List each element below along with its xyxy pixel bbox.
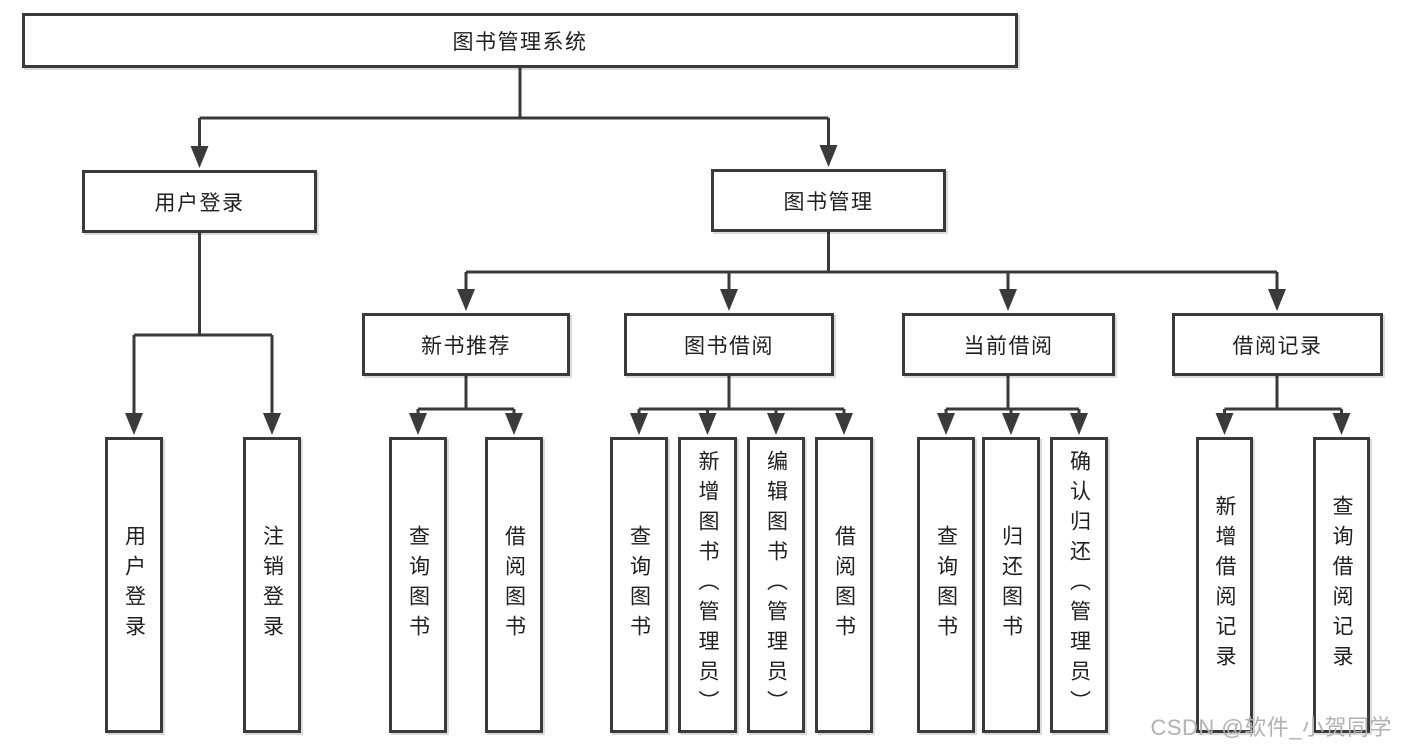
leaf-query-books-recommend: 查询图书 xyxy=(389,437,447,733)
connector-userlogin-to-leaves xyxy=(132,233,274,414)
node-label: 查询图书 xyxy=(934,525,958,645)
connector-root-to-branches xyxy=(198,68,830,147)
node-label: 借阅图书 xyxy=(502,525,526,645)
arrow-icon xyxy=(819,145,838,167)
leaf-add-books-admin: 新增图书（管理员） xyxy=(678,437,737,733)
node-root-system: 图书管理系统 xyxy=(22,13,1018,68)
arrow-icon xyxy=(1268,289,1286,311)
arrow-icon xyxy=(505,413,523,435)
arrow-icon xyxy=(1215,413,1234,435)
arrow-icon xyxy=(1070,413,1088,435)
arrow-icon xyxy=(720,289,738,311)
connector-newrec-to-leaves xyxy=(416,376,516,414)
node-label: 用户登录 xyxy=(154,191,245,215)
arrow-icon xyxy=(190,146,209,168)
arrow-icon xyxy=(1332,413,1351,435)
node-book-management: 图书管理 xyxy=(711,169,946,232)
connector-bookmgmt-to-sections xyxy=(464,232,1279,290)
csdn-watermark: CSDN @软件_小贺同学 xyxy=(1150,715,1392,740)
node-label: 图书管理 xyxy=(783,190,874,214)
node-label: 借阅图书 xyxy=(832,525,856,645)
node-label: 新书推荐 xyxy=(421,334,511,358)
node-book-borrowing: 图书借阅 xyxy=(624,313,834,376)
leaf-confirm-return-admin: 确认归还（管理员） xyxy=(1050,437,1108,733)
arrow-icon xyxy=(125,413,143,435)
leaf-query-books-borrowing: 查询图书 xyxy=(610,437,668,733)
connector-records-to-leaves xyxy=(1223,376,1343,414)
arrow-icon xyxy=(767,413,785,435)
leaf-edit-books-admin: 编辑图书（管理员） xyxy=(747,437,805,733)
connector-borrowing-to-leaves xyxy=(637,376,846,414)
connector-current-to-leaves xyxy=(944,376,1081,414)
node-label: 图书借阅 xyxy=(684,334,774,358)
node-label: 新增图书（管理员） xyxy=(696,450,719,720)
arrow-icon xyxy=(409,413,427,435)
node-label: 确认归还（管理员） xyxy=(1067,450,1091,720)
node-label: 查询图书 xyxy=(627,525,651,645)
arrow-icon xyxy=(937,413,955,435)
leaf-query-borrow-record: 查询借阅记录 xyxy=(1313,437,1370,733)
node-label: 用户登录 xyxy=(122,525,146,645)
arrow-icon xyxy=(630,413,648,435)
leaf-user-login: 用户登录 xyxy=(105,437,163,733)
arrow-icon xyxy=(835,413,853,435)
node-current-borrowing: 当前借阅 xyxy=(902,313,1115,376)
node-label: 新增借阅记录 xyxy=(1213,495,1236,675)
node-label: 查询图书 xyxy=(406,525,430,645)
node-label: 注销登录 xyxy=(260,525,284,645)
leaf-logout: 注销登录 xyxy=(243,437,301,733)
node-user-login: 用户登录 xyxy=(82,170,317,233)
node-label: 当前借阅 xyxy=(963,334,1054,358)
leaf-borrow-books-recommend: 借阅图书 xyxy=(485,437,543,733)
arrow-icon xyxy=(457,289,475,311)
node-new-book-recommend: 新书推荐 xyxy=(362,313,570,376)
node-label: 查询借阅记录 xyxy=(1330,495,1353,675)
node-borrow-records: 借阅记录 xyxy=(1172,313,1383,376)
node-label: 图书管理系统 xyxy=(452,30,588,54)
leaf-query-books-current: 查询图书 xyxy=(917,437,975,733)
arrow-icon xyxy=(698,413,717,435)
leaf-return-books: 归还图书 xyxy=(982,437,1040,733)
arrow-icon xyxy=(263,413,281,435)
node-label: 归还图书 xyxy=(999,525,1023,645)
arrow-icon xyxy=(1002,413,1020,435)
arrow-icon xyxy=(999,289,1017,311)
leaf-add-borrow-record: 新增借阅记录 xyxy=(1196,437,1253,733)
node-label: 编辑图书（管理员） xyxy=(764,450,788,720)
leaf-borrow-books: 借阅图书 xyxy=(815,437,873,733)
node-label: 借阅记录 xyxy=(1232,334,1323,358)
